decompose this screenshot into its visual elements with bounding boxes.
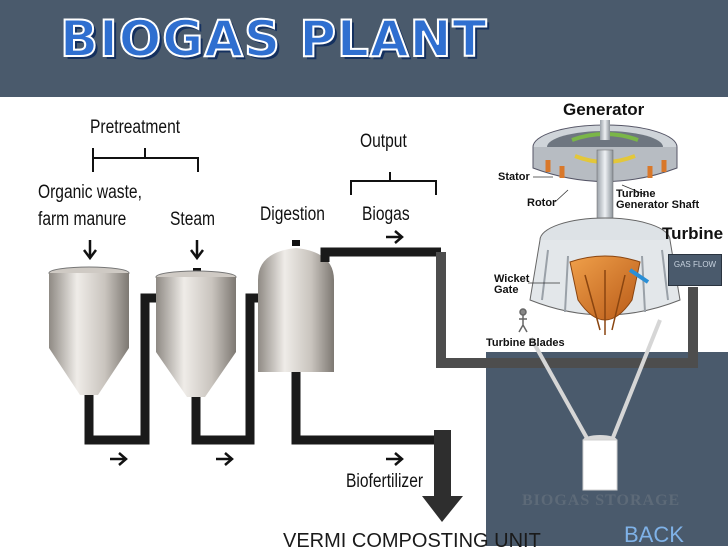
generator-label: Generator bbox=[563, 100, 645, 119]
rotor-label: Rotor bbox=[527, 197, 557, 209]
gas-flow-button[interactable]: GAS FLOW bbox=[668, 254, 722, 286]
input-arrows bbox=[83, 240, 204, 261]
storage-container bbox=[582, 435, 618, 491]
slide-title: BIOGAS PLANT bbox=[59, 9, 488, 69]
pretreatment-tank-2 bbox=[155, 270, 237, 397]
digester-vent bbox=[292, 240, 300, 246]
gas-connector bbox=[436, 252, 698, 368]
pipes bbox=[84, 247, 441, 445]
compost-arrow bbox=[422, 430, 463, 522]
digestion-label: Digestion bbox=[260, 204, 325, 225]
digester-tank bbox=[258, 248, 334, 372]
person-icon bbox=[518, 308, 528, 333]
vermi-composting-label: VERMI COMPOSTING UNIT bbox=[283, 530, 541, 552]
steam-label: Steam bbox=[170, 209, 216, 230]
storage-lines bbox=[529, 319, 662, 441]
back-button[interactable]: BACK bbox=[624, 522, 684, 547]
generator bbox=[532, 120, 678, 182]
turbine-blades-label: Turbine Blades bbox=[486, 337, 565, 349]
stator-label: Stator bbox=[498, 171, 530, 183]
output-bracket bbox=[350, 172, 437, 195]
shaft-label-line1: Turbine bbox=[616, 188, 656, 200]
label-leaders bbox=[528, 176, 647, 284]
shaft-label-line2: Generator Shaft bbox=[616, 199, 700, 211]
output-label: Output bbox=[360, 131, 407, 152]
biogas-storage-label: BIOGAS STORAGE bbox=[522, 492, 681, 509]
turbine-label: Turbine bbox=[662, 224, 724, 243]
pretreatment-label: Pretreatment bbox=[90, 117, 181, 138]
wicket-label-line2: Gate bbox=[494, 284, 519, 296]
organic-waste-label: Organic waste, bbox=[38, 182, 142, 203]
biofertilizer-label: Biofertilizer bbox=[346, 471, 424, 492]
header-bar bbox=[0, 0, 728, 97]
flow-arrows bbox=[110, 230, 404, 466]
pretreatment-tank-1 bbox=[48, 266, 130, 395]
wicket-label-line1: Wicket bbox=[494, 273, 530, 285]
biogas-label: Biogas bbox=[362, 204, 410, 225]
pretreatment-bracket bbox=[92, 148, 199, 172]
farm-manure-label: farm manure bbox=[38, 209, 127, 230]
turbine-blades bbox=[569, 255, 650, 335]
